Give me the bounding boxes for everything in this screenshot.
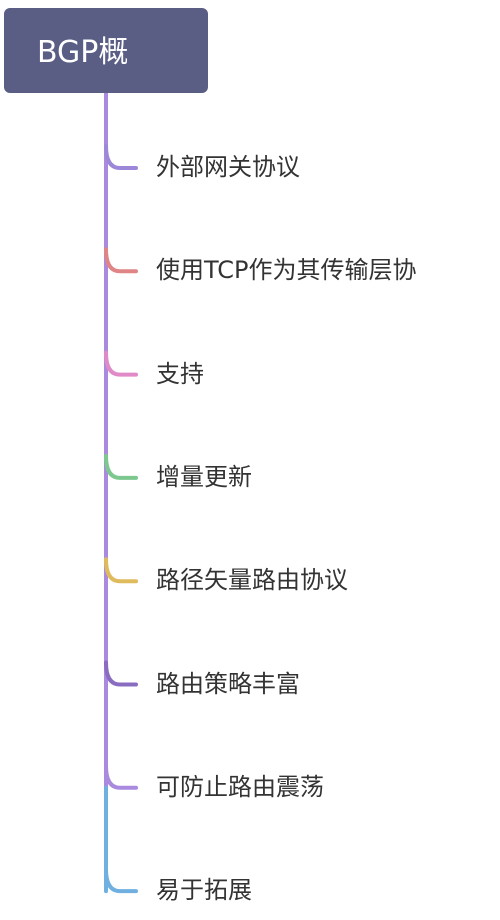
root-topic-node[interactable]: BGP概	[4, 8, 208, 93]
branch-connector	[104, 557, 138, 584]
branch-connector	[104, 247, 138, 274]
branch-topic-label[interactable]: 路由策略丰富	[156, 669, 300, 698]
branch-topic-label[interactable]: 使用TCP作为其传输层协	[156, 256, 417, 285]
branch-connector	[104, 453, 138, 480]
root-topic-label: BGP概	[37, 35, 129, 70]
branch-topic-label[interactable]: 路径矢量路由协议	[156, 566, 348, 595]
branch-topic-label[interactable]: 可防止路由震荡	[156, 772, 324, 801]
branch-topic-label[interactable]: 外部网关协议	[156, 153, 300, 181]
branch-connector	[104, 660, 138, 687]
branch-topic-label[interactable]: 支持	[156, 359, 204, 388]
branch-connector	[104, 144, 138, 170]
branch-connector	[104, 350, 138, 377]
branch-connector	[104, 867, 138, 894]
branch-connector	[104, 763, 138, 790]
branch-topic-label[interactable]: 易于拓展	[156, 876, 252, 905]
branch-topic-label[interactable]: 增量更新	[156, 462, 252, 491]
